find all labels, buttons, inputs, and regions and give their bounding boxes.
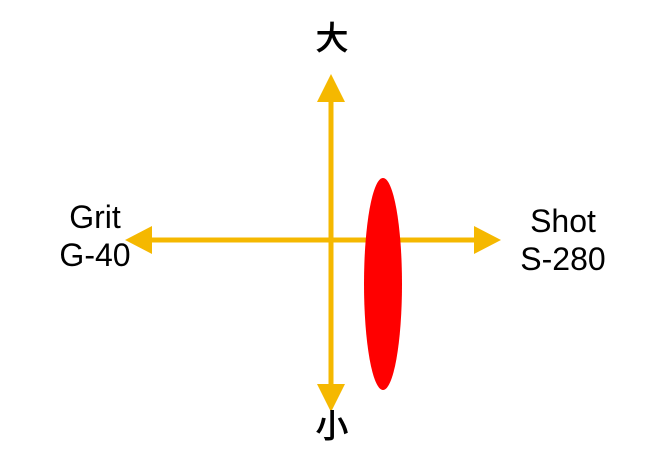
axis-label-right-line2: S-280 xyxy=(520,241,606,277)
axis-label-right-line1: Shot xyxy=(530,203,596,239)
axis-label-top: 大 xyxy=(316,19,349,57)
axis-label-left-line2: G-40 xyxy=(59,237,131,273)
top-arrowhead xyxy=(317,74,345,102)
axis-label-right: Shot S-280 xyxy=(508,202,618,278)
axis-label-left: Grit G-40 xyxy=(40,198,150,274)
left-arrowhead xyxy=(125,226,152,254)
axis-label-left-line1: Grit xyxy=(69,199,121,235)
axis-label-bottom: 小 xyxy=(316,407,349,445)
right-arrowhead xyxy=(474,226,501,254)
position-marker-ellipse xyxy=(364,178,402,390)
bottom-arrowhead xyxy=(317,384,345,412)
